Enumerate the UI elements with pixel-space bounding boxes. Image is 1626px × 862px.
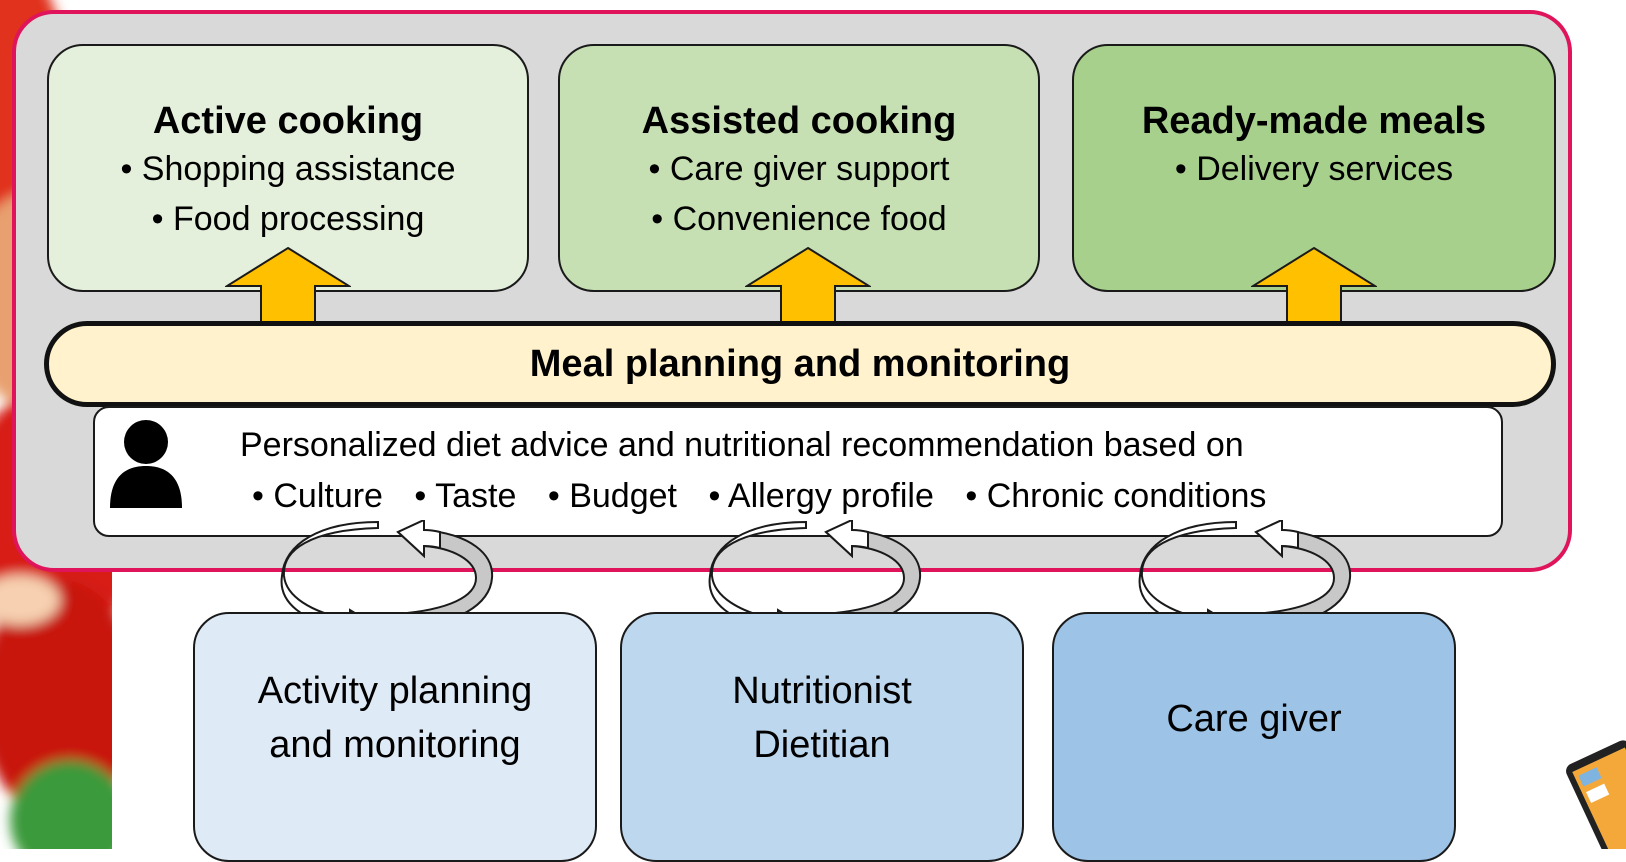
activity-planning-line: and monitoring — [269, 724, 521, 766]
care-giver-line: Care giver — [1166, 698, 1342, 740]
nutritionist-line: Dietitian — [753, 724, 891, 766]
up-arrow-icon — [1251, 246, 1377, 326]
activity-planning-box: Activity planning and monitoring — [193, 612, 597, 862]
assisted-cooking-item: • Care giver support — [648, 150, 950, 188]
tablet-image — [1566, 740, 1626, 849]
ready-made-meals-item: • Delivery services — [1174, 150, 1454, 188]
active-cooking-item: • Shopping assistance — [120, 150, 456, 188]
factor-item: • Budget — [547, 477, 677, 515]
ready-made-meals-title: Ready-made meals — [1141, 100, 1487, 142]
up-arrow-icon — [225, 246, 351, 326]
factor-item: • Culture — [252, 477, 383, 515]
factor-item: • Taste — [414, 477, 517, 515]
diet-advice-box — [93, 406, 1503, 537]
nutritionist-box: Nutritionist Dietitian — [620, 612, 1024, 862]
active-cooking-item: • Food processing — [151, 200, 425, 238]
assisted-cooking-title: Assisted cooking — [641, 100, 957, 142]
assisted-cooking-item: • Convenience food — [651, 200, 947, 238]
factor-item: • Chronic conditions — [965, 477, 1267, 515]
meal-planning-bar: Meal planning and monitoring — [44, 321, 1556, 407]
up-arrow-icon — [745, 246, 871, 326]
diet-advice-factors: • Culture • Taste • Budget • Allergy pro… — [252, 474, 1288, 518]
diet-advice-text: Personalized diet advice and nutritional… — [240, 426, 1244, 464]
nutritionist-line: Nutritionist — [732, 670, 912, 712]
factor-item: • Allergy profile — [708, 477, 934, 515]
meal-planning-label: Meal planning and monitoring — [529, 342, 1071, 385]
care-giver-box: Care giver — [1052, 612, 1456, 862]
active-cooking-title: Active cooking — [152, 100, 424, 142]
activity-planning-line: Activity planning — [257, 670, 533, 712]
person-icon — [110, 420, 182, 508]
